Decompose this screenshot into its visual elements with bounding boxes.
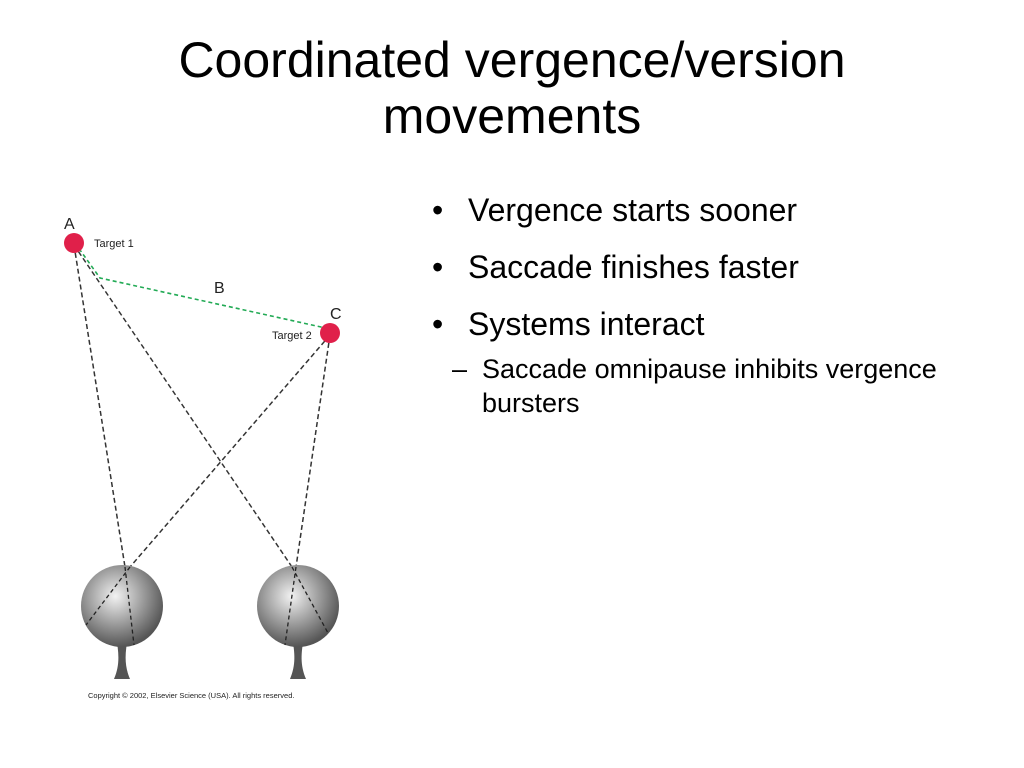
left-eye-interior-line-c (85, 566, 131, 626)
target-2-dot (320, 323, 340, 343)
slide-title: Coordinated vergence/version movements (178, 32, 846, 144)
target-2-label: Target 2 (272, 330, 312, 342)
right-eye-interior-line-a (291, 566, 329, 634)
label-a: A (64, 216, 75, 233)
sub-bullet-item: – Saccade omnipause inhibits vergence bu… (438, 352, 988, 420)
bullet-marker: • (432, 192, 444, 228)
vergence-version-figure: A B C Target 1 Target 2 Copyright © 2002… (50, 205, 370, 710)
target-1-dot (64, 233, 84, 253)
left-eye (81, 565, 163, 679)
bullet-item: • Saccade finishes faster (428, 247, 988, 287)
copyright-notice: Copyright © 2002, Elsevier Science (USA)… (88, 691, 294, 700)
vergence-path-b (74, 242, 331, 330)
figure-svg: A B C Target 1 Target 2 Copyright © 2002… (64, 216, 342, 700)
target-1-label: Target 1 (94, 238, 134, 250)
gaze-line-left-eye-target-a (73, 244, 126, 568)
right-eyeball (257, 565, 339, 647)
bullet-marker: • (432, 306, 444, 342)
label-b: B (214, 280, 225, 297)
sub-bullet-container: – Saccade omnipause inhibits vergence bu… (428, 352, 988, 420)
left-eye-interior-line-a (124, 566, 135, 646)
label-c: C (330, 306, 342, 323)
bullet-item: • Systems interact (428, 304, 988, 344)
bullet-text: Saccade finishes faster (468, 249, 799, 285)
gaze-line-left-eye-target-c (129, 334, 331, 568)
sub-bullet-text: Saccade omnipause inhibits vergence burs… (482, 354, 937, 418)
right-optic-nerve (290, 637, 306, 679)
right-eye (257, 565, 339, 679)
gaze-line-right-eye-target-a (73, 244, 293, 568)
bullet-text: Systems interact (468, 306, 705, 342)
sub-bullet-list: – Saccade omnipause inhibits vergence bu… (428, 352, 988, 420)
bullet-marker: • (432, 249, 444, 285)
bullet-text: Vergence starts sooner (468, 192, 798, 228)
bullet-item: • Vergence starts sooner (428, 190, 988, 230)
left-optic-nerve (114, 637, 130, 679)
sub-bullet-marker: – (452, 354, 468, 384)
gaze-line-right-eye-target-c (295, 334, 331, 568)
right-eye-interior-line-c (284, 566, 297, 646)
bullet-list: • Vergence starts sooner • Saccade finis… (428, 190, 988, 420)
left-eyeball (81, 565, 163, 647)
